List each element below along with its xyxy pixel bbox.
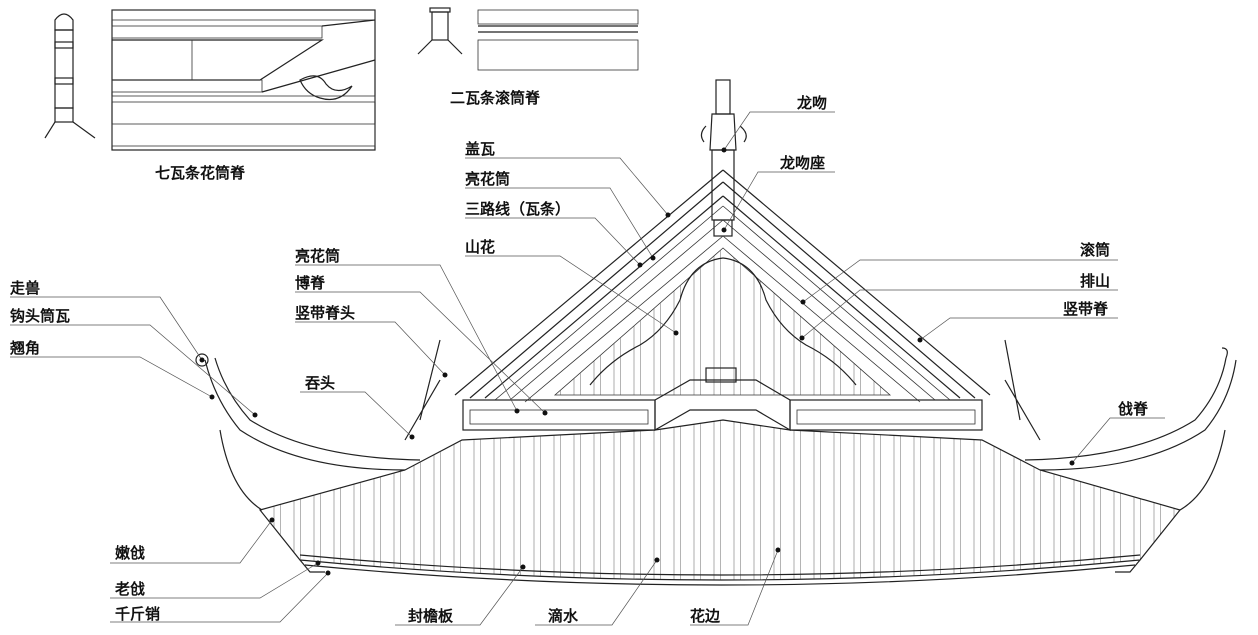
gable-ridges <box>454 169 991 403</box>
label-zou-shou: 走兽 <box>10 279 40 297</box>
label-di-shui: 滴水 <box>548 607 579 625</box>
label-lao-qiang: 老戗 <box>114 580 145 598</box>
right-corner-sweep <box>1004 339 1237 573</box>
bo-ji-band <box>462 367 983 432</box>
label-qiao-jiao: 翘角 <box>9 339 40 357</box>
ridge-elevation-drawing <box>111 9 376 151</box>
main-roof-drawing <box>195 79 1237 586</box>
label-tun-tou: 吞头 <box>304 374 335 392</box>
label-hua-bian: 花边 <box>690 607 721 625</box>
leader-lines <box>10 111 1165 626</box>
small-section-drawing <box>417 7 463 55</box>
label-shu-dai-ji-tou: 竖带脊头 <box>295 304 355 322</box>
label-long-wen: 龙吻 <box>796 94 827 112</box>
label-gou-tou-tong-wa: 钩头筒瓦 <box>10 307 70 325</box>
label-nen-qiang: 嫩戗 <box>115 544 145 562</box>
label-gai-wa: 盖瓦 <box>465 140 495 158</box>
label-liang-hua-tong-left: 亮花筒 <box>295 247 340 265</box>
two-tile-ridge-detail: 二瓦条滚筒脊 <box>417 7 639 107</box>
seven-tile-ridge-detail: 七瓦条花筒脊 <box>44 9 376 182</box>
shan-hua-gable <box>553 247 892 396</box>
labels: 龙吻 龙吻座 盖瓦 亮花筒 三路线（瓦条） 山花 滚筒 排山 竖带脊 亮花筒 博… <box>9 94 1149 625</box>
small-elevation-drawing <box>477 9 639 71</box>
label-san-lu-xian: 三路线（瓦条） <box>465 200 570 218</box>
ridge-section-drawing <box>44 13 96 139</box>
label-pai-shan: 排山 <box>1080 272 1110 290</box>
label-qiang-ji: 戗脊 <box>1118 400 1149 418</box>
long-wen-ornament <box>700 79 747 237</box>
roof-tile-field <box>258 419 1182 586</box>
label-shu-dai-ji-right: 竖带脊 <box>1063 300 1109 318</box>
label-liang-hua-tong-top: 亮花筒 <box>465 170 510 188</box>
label-feng-yan-ban: 封檐板 <box>408 607 454 625</box>
label-bo-ji: 博脊 <box>295 274 326 292</box>
seven-tile-ridge-caption: 七瓦条花筒脊 <box>155 164 246 182</box>
label-qian-jin-xiao: 千斤销 <box>115 605 160 623</box>
two-tile-ridge-caption: 二瓦条滚筒脊 <box>450 89 541 107</box>
label-shan-hua: 山花 <box>465 238 495 256</box>
label-long-wen-zuo: 龙吻座 <box>779 154 825 172</box>
left-corner-sweep <box>195 339 441 573</box>
label-gun-tong: 滚筒 <box>1080 241 1110 259</box>
